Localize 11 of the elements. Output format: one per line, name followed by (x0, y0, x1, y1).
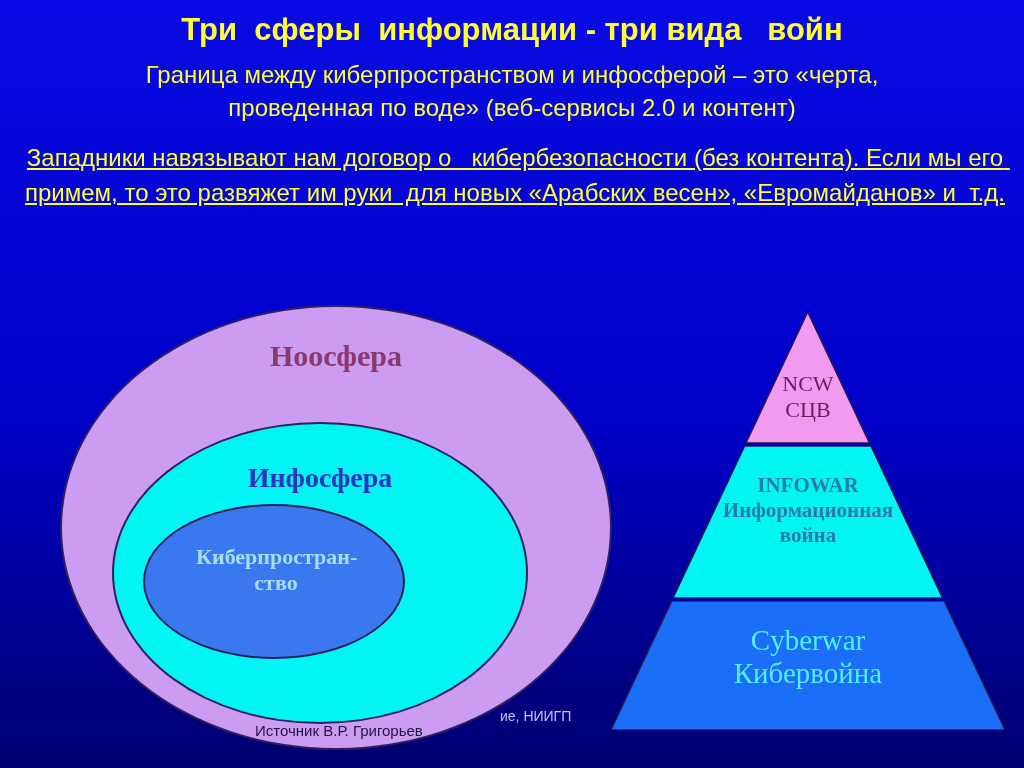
underlined-paragraph: Западники навязывают нам договор о кибербезопасности (без контента). Если мы его примем, то это развяжет им руки для новых «Арабских весен», «Евромайданов» и т.д. (23, 143, 1006, 208)
source-note: Источник В.Р. Григорьев (255, 722, 423, 739)
tier-label: INFOWAR Информационная война (721, 473, 895, 549)
tier-label: Cyberwar Кибервойна (732, 624, 884, 691)
slide-title: Три сферы информации - три вида войн (180, 12, 844, 48)
intro-paragraph: Граница между киберпространством и инфосферой – это «черта, проведенная по воде» (веб-сервисы 2.0 и контент) (144, 60, 880, 123)
node-label: Инфосфера (246, 462, 394, 494)
node-label: Киберпростран-ство (196, 544, 356, 596)
tier-label: NCW СЦВ (781, 370, 835, 423)
source-note: ие, НИИГП (500, 708, 572, 724)
node-label: Ноосфера (269, 339, 403, 373)
